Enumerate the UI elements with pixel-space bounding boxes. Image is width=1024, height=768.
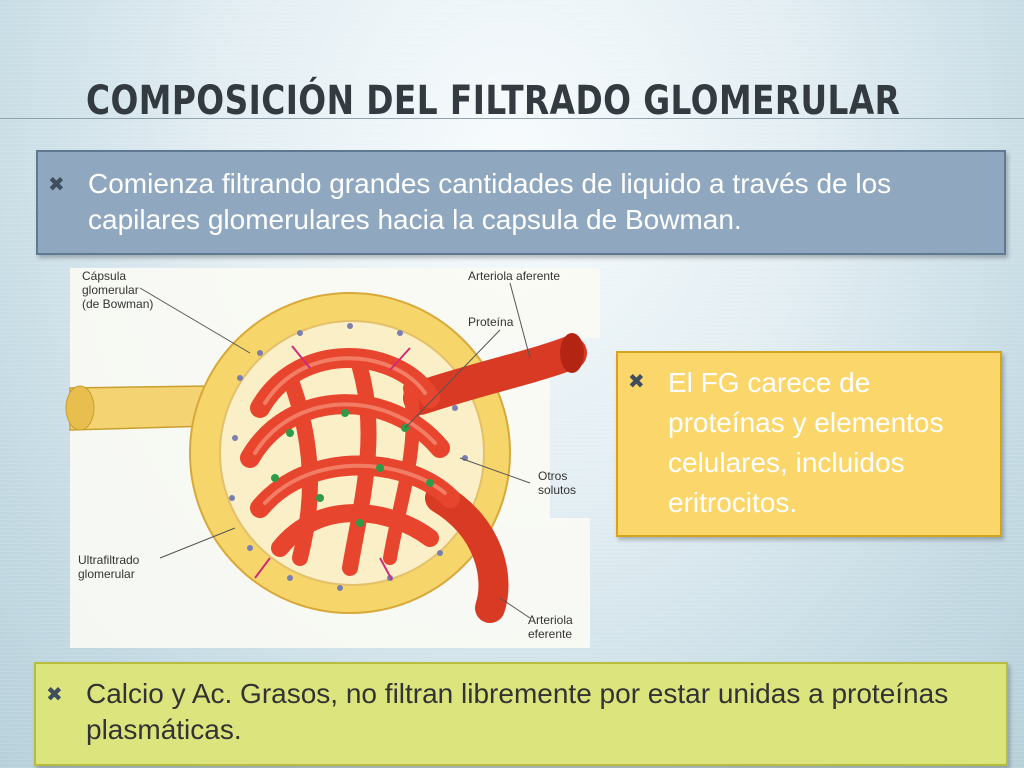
title-divider [0,118,1024,119]
tubule-opening [65,385,95,431]
bottom-bullet-text: Calcio y Ac. Grasos, no filtran libremen… [86,678,949,745]
label-ultra-line2: glomerular [78,567,135,581]
bottom-bullet-box: ✖ Calcio y Ac. Grasos, no filtran librem… [34,662,1008,766]
right-bullet-text: El FG carece de proteínas y elementos ce… [668,367,944,518]
glomerulus-illustration: Cápsula glomerular (de Bowman) Arteriola… [60,258,620,658]
label-proteina: Proteína [468,315,514,329]
label-otros-line2: solutos [538,483,576,497]
bullet-x-icon: ✖ [628,371,645,393]
protein-dots [271,409,434,527]
slide-title: COMPOSICIÓN DEL FILTRADO GLOMERULAR [86,78,901,124]
label-capsula-line1: Cápsula [82,269,126,283]
top-bullet-text: Comienza filtrando grandes cantidades de… [88,168,892,235]
label-ultra-line1: Ultrafiltrado [78,553,140,567]
label-capsula-line2: glomerular [82,283,139,297]
afferent-opening [560,333,584,373]
efferent-arteriole [425,483,509,623]
right-bullet-row: ✖ El FG carece de proteínas y elementos … [628,363,968,523]
label-eferente-line1: Arteriola [528,613,573,627]
label-capsula-line3: (de Bowman) [82,297,153,311]
top-bullet-box: ✖ Comienza filtrando grandes cantidades … [36,150,1006,255]
glomerulus-diagram: Cápsula glomerular (de Bowman) Arteriola… [65,268,600,648]
bottom-bullet-row: ✖ Calcio y Ac. Grasos, no filtran librem… [46,676,996,748]
right-bullet-box: ✖ El FG carece de proteínas y elementos … [616,351,1002,537]
bullet-x-icon: ✖ [46,684,63,706]
filtration-arrows [254,345,411,581]
label-leaders [139,282,531,619]
top-bullet-row: ✖ Comienza filtrando grandes cantidades … [48,166,978,238]
label-otros-line1: Otros [538,469,567,483]
label-eferente-line2: eferente [528,627,572,641]
bullet-x-icon: ✖ [48,174,65,196]
solute-dots [229,323,468,591]
label-arteriola-aferente: Arteriola aferente [468,269,560,283]
